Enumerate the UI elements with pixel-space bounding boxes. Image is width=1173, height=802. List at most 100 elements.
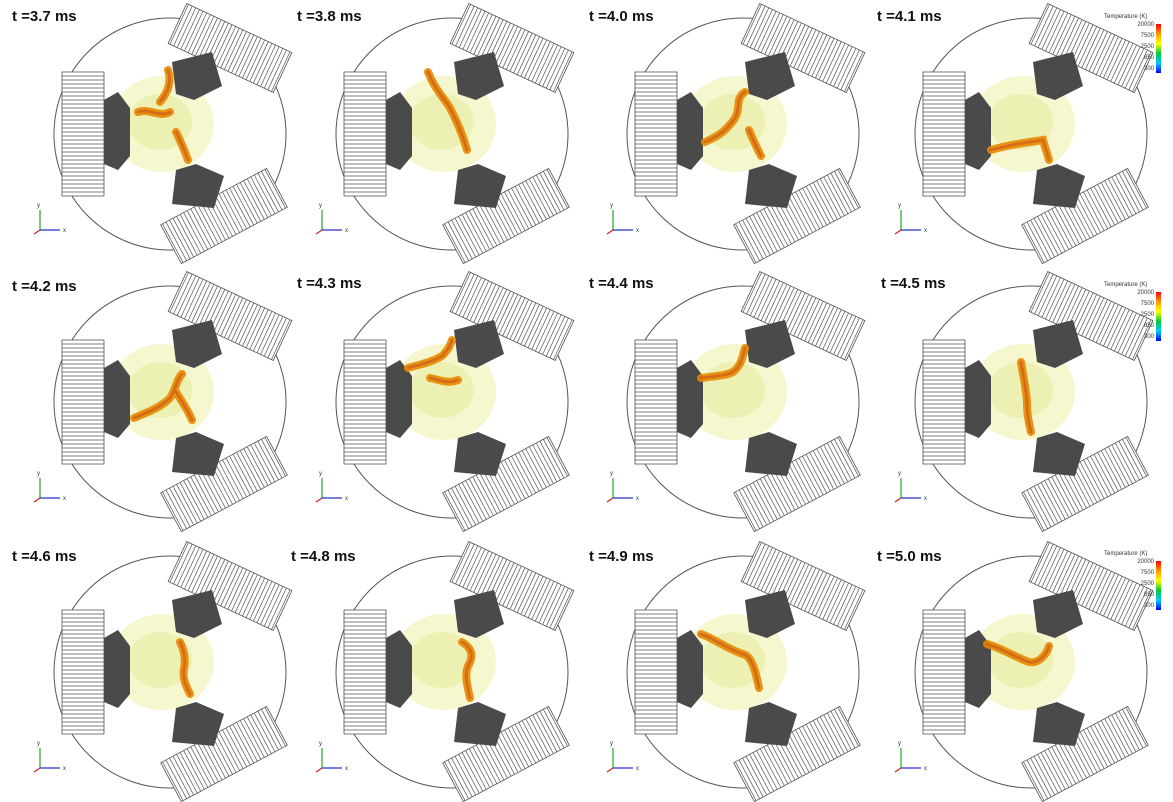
time-label: t =4.1 ms	[877, 8, 942, 25]
top-electrode	[745, 320, 795, 368]
bottom-holder	[733, 705, 861, 802]
left-holder	[922, 71, 966, 197]
left-electrode	[104, 630, 130, 708]
arc-chamber-scene: yx	[315, 271, 575, 532]
legend-title: Temperature (K)	[1104, 551, 1148, 557]
bottom-electrode	[745, 164, 797, 208]
left-electrode	[965, 92, 991, 170]
x-axis-label: x	[924, 228, 927, 234]
left-holder	[61, 609, 105, 735]
axis-triad: yx	[606, 741, 639, 773]
bottom-holder	[160, 705, 288, 802]
left-holder	[922, 339, 966, 465]
time-label: t =4.3 ms	[297, 275, 362, 292]
top-holder	[740, 271, 866, 361]
y-axis-label: y	[610, 471, 613, 477]
plasma-glow	[683, 344, 787, 440]
y-axis-label: y	[319, 741, 322, 747]
top-electrode	[454, 590, 504, 638]
legend-tick: 20000	[1137, 290, 1154, 296]
time-label: t =3.8 ms	[297, 8, 362, 25]
time-label: t =4.8 ms	[291, 548, 356, 565]
top-electrode	[745, 590, 795, 638]
top-electrode	[454, 52, 504, 100]
top-electrode	[172, 52, 222, 100]
left-holder	[61, 71, 105, 197]
plasma-glow	[110, 76, 214, 172]
axis-triad: yx	[606, 471, 639, 503]
legend-tick: 2500	[1140, 44, 1154, 50]
time-label: t =4.6 ms	[12, 548, 77, 565]
time-label: t =4.5 ms	[881, 275, 946, 292]
top-holder	[449, 271, 575, 361]
y-axis-label: y	[898, 471, 901, 477]
left-electrode	[386, 360, 412, 438]
left-electrode	[104, 92, 130, 170]
left-holder	[922, 609, 966, 735]
left-holder	[343, 71, 387, 197]
left-electrode	[386, 630, 412, 708]
y-axis-label: y	[37, 741, 40, 747]
bottom-holder	[733, 435, 861, 532]
top-holder	[167, 3, 293, 93]
arc-chamber-scene: yx	[33, 541, 293, 802]
time-label: t =4.0 ms	[589, 8, 654, 25]
bottom-electrode	[1033, 164, 1085, 208]
top-holder	[1028, 541, 1154, 631]
axis-triad: yx	[894, 471, 927, 503]
top-holder	[449, 3, 575, 93]
axis-triad: yx	[894, 203, 927, 235]
x-axis-label: x	[924, 496, 927, 502]
x-axis-label: x	[63, 496, 66, 502]
x-axis-label: x	[63, 766, 66, 772]
axis-triad: yx	[606, 203, 639, 235]
legend-title: Temperature (K)	[1104, 14, 1148, 20]
top-electrode	[172, 590, 222, 638]
top-holder	[167, 271, 293, 361]
legend-tick: 300	[1143, 66, 1154, 72]
time-label: t =3.7 ms	[12, 8, 77, 25]
arc-chamber-scene: yx	[33, 3, 293, 264]
legend-colorbar	[1156, 561, 1161, 610]
x-axis-label: x	[345, 766, 348, 772]
time-label: t =4.4 ms	[589, 275, 654, 292]
left-electrode	[677, 360, 703, 438]
legend-tick: 850	[1143, 55, 1154, 61]
left-electrode	[386, 92, 412, 170]
bottom-electrode	[745, 702, 797, 746]
arc-chamber-scene: yx	[894, 3, 1154, 264]
arc-chamber-scene: yx	[894, 541, 1154, 802]
y-axis-label: y	[898, 203, 901, 209]
top-electrode	[172, 320, 222, 368]
top-electrode	[745, 52, 795, 100]
arc-chamber-scene: yx	[315, 3, 575, 264]
left-holder	[634, 609, 678, 735]
left-electrode	[965, 360, 991, 438]
top-holder	[1028, 3, 1154, 93]
axis-triad: yx	[894, 741, 927, 773]
bottom-electrode	[172, 164, 224, 208]
left-electrode	[677, 630, 703, 708]
arc-chamber-scene: yx	[606, 3, 866, 264]
legend-tick: 20000	[1137, 559, 1154, 565]
bottom-electrode	[454, 702, 506, 746]
arc-chamber-scene: yx	[33, 271, 293, 532]
bottom-electrode	[1033, 702, 1085, 746]
legend-title: Temperature (K)	[1104, 282, 1148, 288]
arc-chamber-scene: yx	[894, 271, 1154, 532]
legend-tick: 20000	[1137, 22, 1154, 28]
bottom-holder	[442, 435, 570, 532]
bottom-electrode	[454, 164, 506, 208]
